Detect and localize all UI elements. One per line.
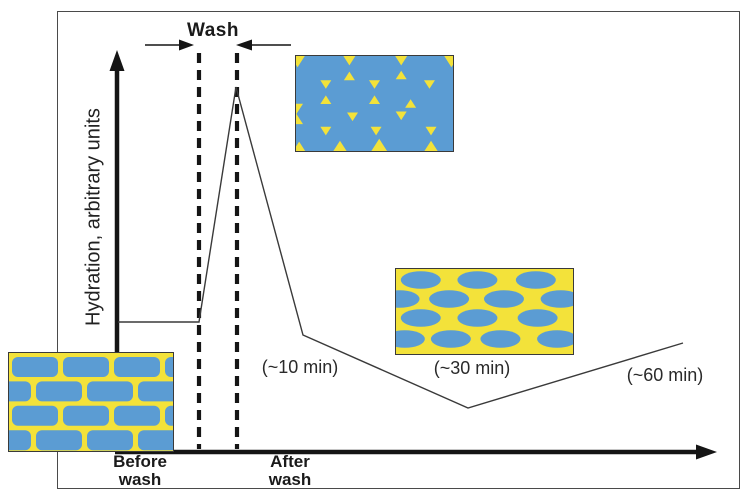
time-annotation-60min: (~60 min) <box>626 365 704 385</box>
before-wash-line2: wash <box>118 470 162 489</box>
wash-window-label: Wash <box>187 20 239 41</box>
hydration-curve <box>118 86 684 409</box>
before-wash-line1: Before <box>113 452 167 471</box>
after-wash-line2: wash <box>268 470 312 489</box>
brick-wall-swollen-after-wash-icon <box>295 55 454 152</box>
y-axis-label: Hydration, arbitrary units <box>82 108 105 326</box>
x-axis-arrowhead-icon <box>696 444 717 460</box>
figure-frame <box>57 11 740 489</box>
time-annotation-10min: (~10 min) <box>261 357 339 377</box>
before-wash-label: Before wash <box>102 453 178 489</box>
y-axis-arrowhead-icon <box>109 50 125 71</box>
wash-right-arrowhead-icon <box>236 39 252 51</box>
after-wash-label: After wash <box>252 453 328 489</box>
brick-wall-dehydrated-shrunken-icon <box>395 268 574 355</box>
time-annotation-30min: (~30 min) <box>433 358 511 378</box>
wash-left-arrowhead-icon <box>179 39 194 51</box>
after-wash-line1: After <box>270 452 310 471</box>
brick-wall-normal-hydration-icon <box>8 352 174 452</box>
